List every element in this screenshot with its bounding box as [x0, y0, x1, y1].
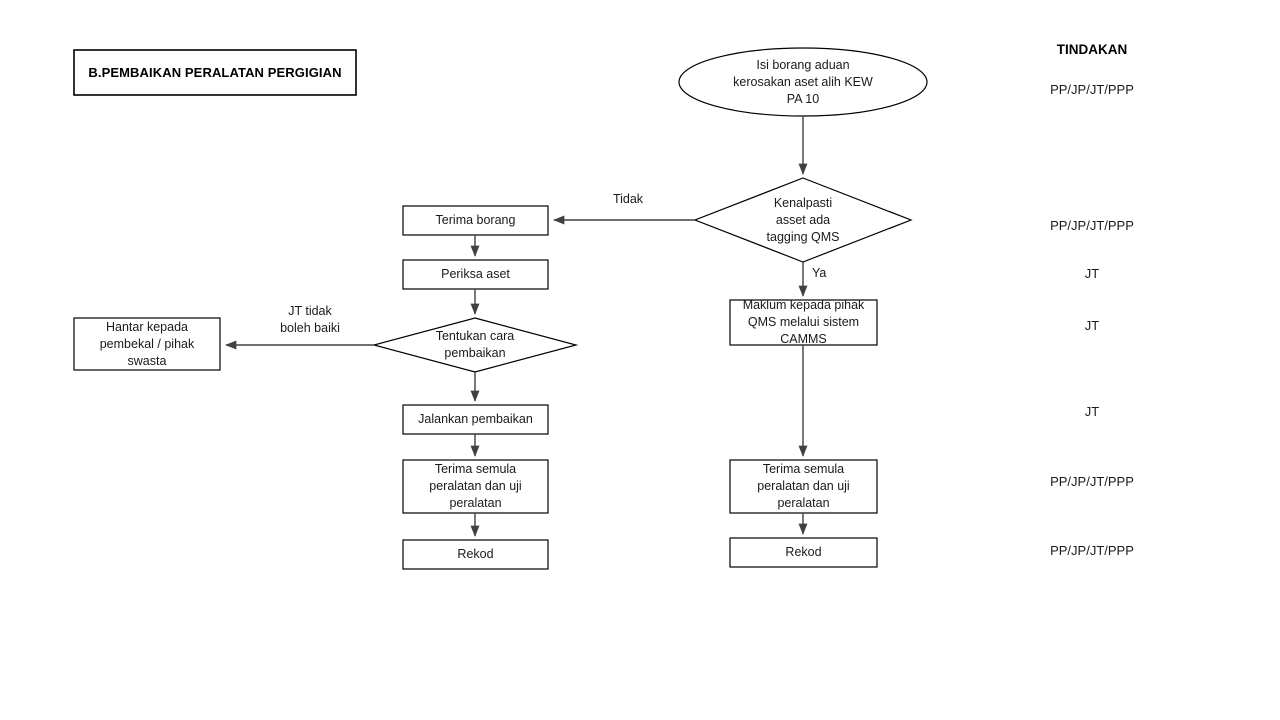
rekod-left-outline [402, 539, 549, 570]
page-title: B.PEMBAIKAN PERALATAN PERGIGIAN [88, 65, 342, 80]
action-item-3: JT [1084, 318, 1100, 333]
periksa-aset-outline [402, 259, 549, 290]
hantar-pembekal-outline [73, 317, 221, 371]
action-item-2: JT [1084, 266, 1100, 281]
action-item-4: JT [1084, 404, 1100, 419]
decision-cara-outline [371, 317, 579, 373]
terima-borang-outline [402, 205, 549, 236]
action-item-6: PP/JP/JT/PPP [1050, 543, 1134, 558]
rekod-right-outline [729, 537, 878, 568]
action-column-header: TINDAKAN [1056, 42, 1128, 57]
action-item-1: PP/JP/JT/PPP [1050, 218, 1134, 233]
jalankan-pembaikan-outline [402, 404, 549, 435]
start-oval-outline [678, 47, 928, 117]
terima-semula-right-outline [729, 459, 878, 514]
edge-label-jt-tidak-boleh-baiki: JT tidak boleh baiki [280, 304, 340, 335]
edge-label-ya: Ya [812, 266, 827, 280]
title-box-outline [73, 49, 357, 96]
decision-tagging-outline [693, 177, 913, 263]
action-item-0: PP/JP/JT/PPP [1050, 82, 1134, 97]
action-item-5: PP/JP/JT/PPP [1050, 474, 1134, 489]
edge-label-tidak: Tidak [612, 192, 644, 206]
terima-semula-left-outline [402, 459, 549, 514]
maklum-qms-outline [729, 299, 878, 346]
